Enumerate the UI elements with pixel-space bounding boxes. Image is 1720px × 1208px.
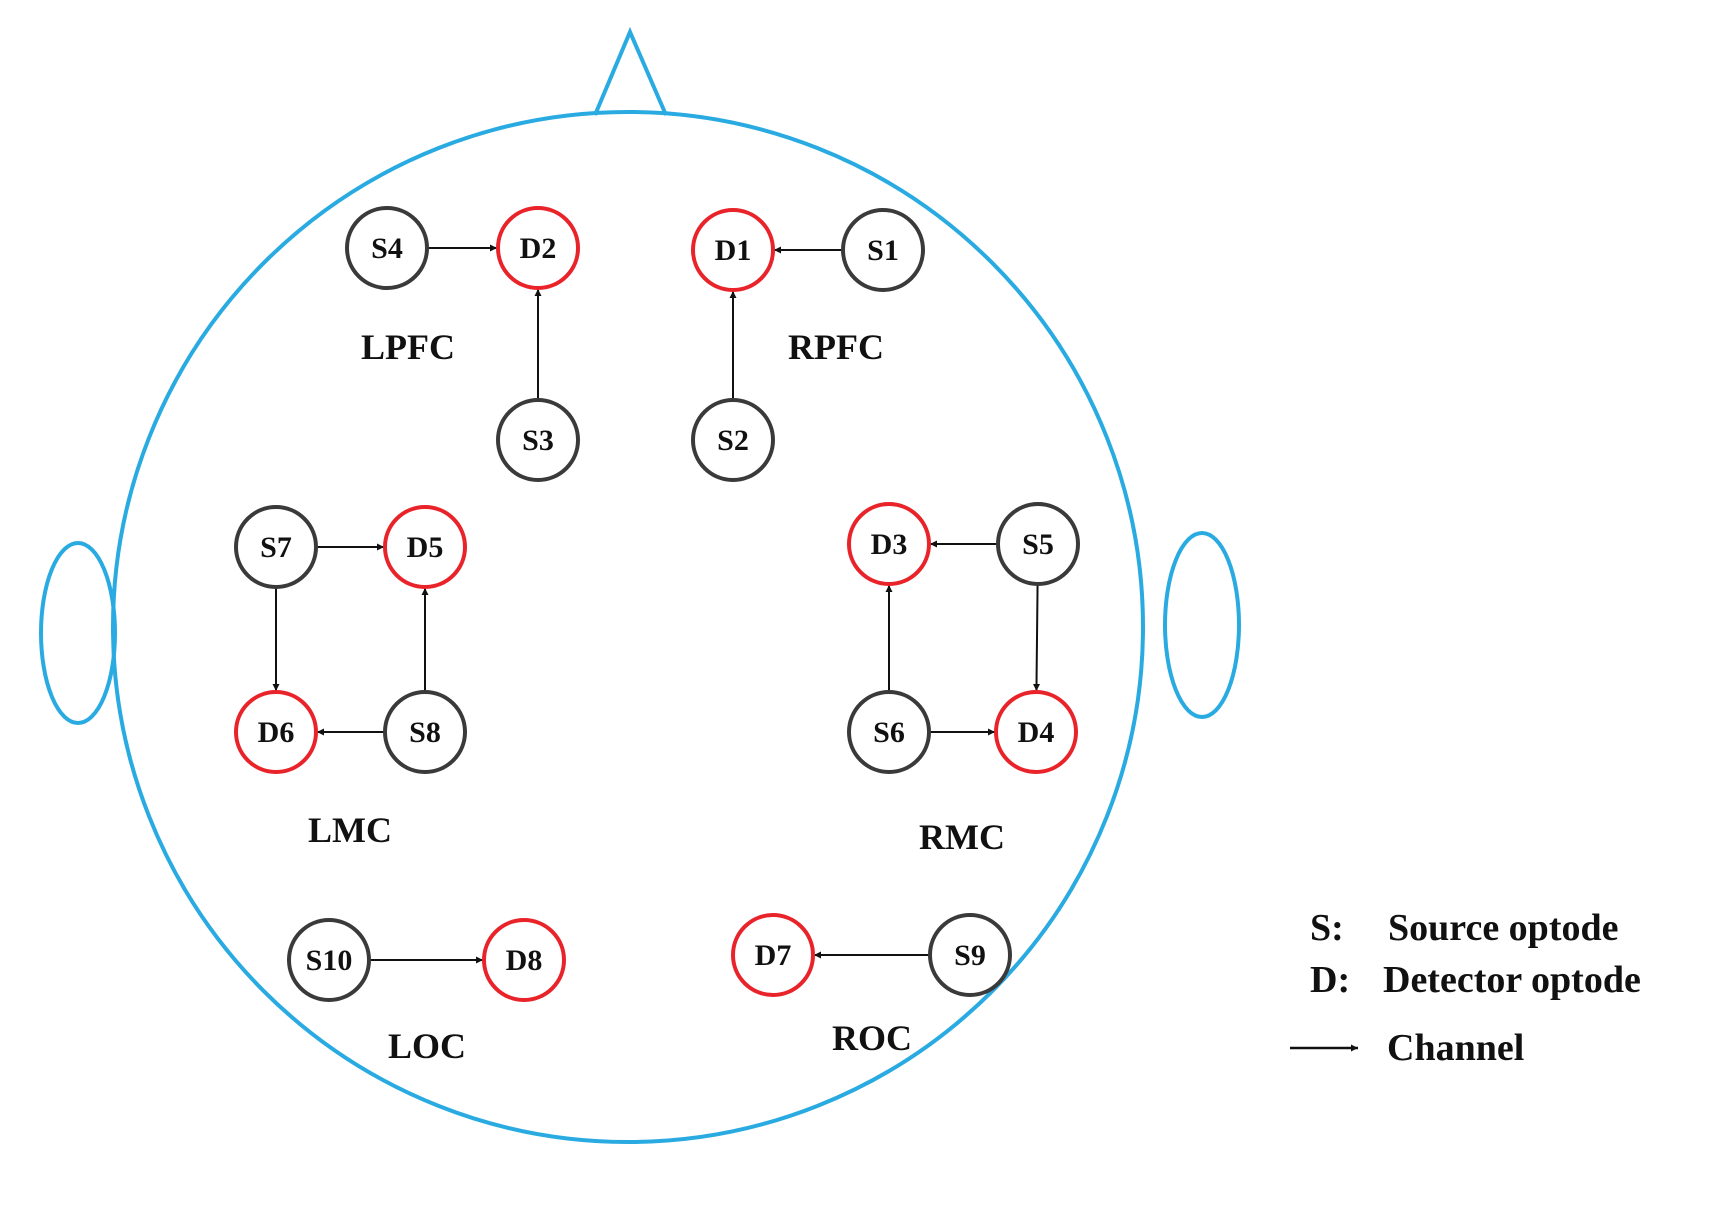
- legend-detector-text: Detector optode: [1383, 959, 1641, 1001]
- detector-optode-d8: D8: [482, 918, 566, 1002]
- source-optode-s1: S1: [841, 208, 925, 292]
- optode-ring: [731, 913, 815, 997]
- optode-label: S1: [867, 234, 899, 267]
- optode-label: S8: [409, 716, 441, 749]
- optode-ring: [841, 208, 925, 292]
- optode-label: D2: [520, 232, 557, 265]
- legend: S: Source optode D: Detector optode Chan…: [1290, 907, 1641, 1069]
- optode-ring: [994, 690, 1078, 774]
- detector-optode-d5: D5: [383, 505, 467, 589]
- source-optode-s4: S4: [345, 206, 429, 290]
- detector-optode-d4: D4: [994, 690, 1078, 774]
- region-label-roc: ROC: [832, 1018, 912, 1058]
- optode-ring: [234, 690, 318, 774]
- detector-optode-d3: D3: [847, 502, 931, 586]
- optode-label: D4: [1018, 716, 1055, 749]
- optode-label: D3: [871, 528, 908, 561]
- channel-arrows: [272, 244, 1041, 964]
- region-label-rmc: RMC: [919, 817, 1005, 857]
- legend-channel-text: Channel: [1387, 1027, 1524, 1069]
- source-optode-s7: S7: [234, 505, 318, 589]
- region-label-loc: LOC: [388, 1026, 466, 1066]
- region-labels: LPFC RPFC LMC RMC LOC ROC: [308, 327, 1005, 1066]
- optode-ring: [928, 913, 1012, 997]
- optode-label: S3: [522, 424, 554, 457]
- optode-label: S2: [717, 424, 749, 457]
- optode-label: D1: [715, 234, 752, 267]
- source-optode-s5: S5: [996, 502, 1080, 586]
- channel-s5-d4: [1033, 583, 1041, 692]
- region-label-lmc: LMC: [308, 810, 392, 850]
- optode-label: D8: [506, 944, 543, 977]
- head-outline: [39, 26, 1241, 1144]
- optode-label: S10: [306, 944, 353, 977]
- right-ear-icon: [1163, 531, 1241, 719]
- optode-label: D5: [407, 531, 444, 564]
- detector-optode-d6: D6: [234, 690, 318, 774]
- optode-ring: [345, 206, 429, 290]
- region-label-rpfc: RPFC: [788, 327, 884, 367]
- nose-icon: [593, 26, 668, 116]
- optode-ring: [482, 918, 566, 1002]
- optode-ring: [287, 918, 371, 1002]
- source-optode-s6: S6: [847, 690, 931, 774]
- optode-ring: [691, 398, 775, 482]
- optode-label: S5: [1022, 528, 1054, 561]
- optode-ring: [847, 502, 931, 586]
- source-optode-s8: S8: [383, 690, 467, 774]
- optode-ring: [383, 505, 467, 589]
- optode-ring: [234, 505, 318, 589]
- legend-source-text: Source optode: [1388, 907, 1618, 949]
- detector-optode-d7: D7: [731, 913, 815, 997]
- source-optode-s3: S3: [496, 398, 580, 482]
- region-label-lpfc: LPFC: [361, 327, 455, 367]
- optode-label: S7: [260, 531, 292, 564]
- optode-label: S4: [371, 232, 403, 265]
- legend-source-key: S:: [1310, 907, 1344, 949]
- optode-ring: [691, 208, 775, 292]
- source-optode-s10: S10: [287, 918, 371, 1002]
- left-ear-icon: [39, 541, 117, 725]
- optode-ring: [383, 690, 467, 774]
- optode-ring: [996, 502, 1080, 586]
- detector-optode-d1: D1: [691, 208, 775, 292]
- optode-ring: [496, 398, 580, 482]
- optode-label: S6: [873, 716, 905, 749]
- detector-optode-d2: D2: [496, 206, 580, 290]
- optode-ring: [496, 206, 580, 290]
- source-optode-s9: S9: [928, 913, 1012, 997]
- optode-label: D6: [258, 716, 295, 749]
- legend-detector-key: D:: [1310, 959, 1350, 1001]
- optode-label: D7: [755, 939, 792, 972]
- source-optode-s2: S2: [691, 398, 775, 482]
- optode-ring: [847, 690, 931, 774]
- optode-label: S9: [954, 939, 986, 972]
